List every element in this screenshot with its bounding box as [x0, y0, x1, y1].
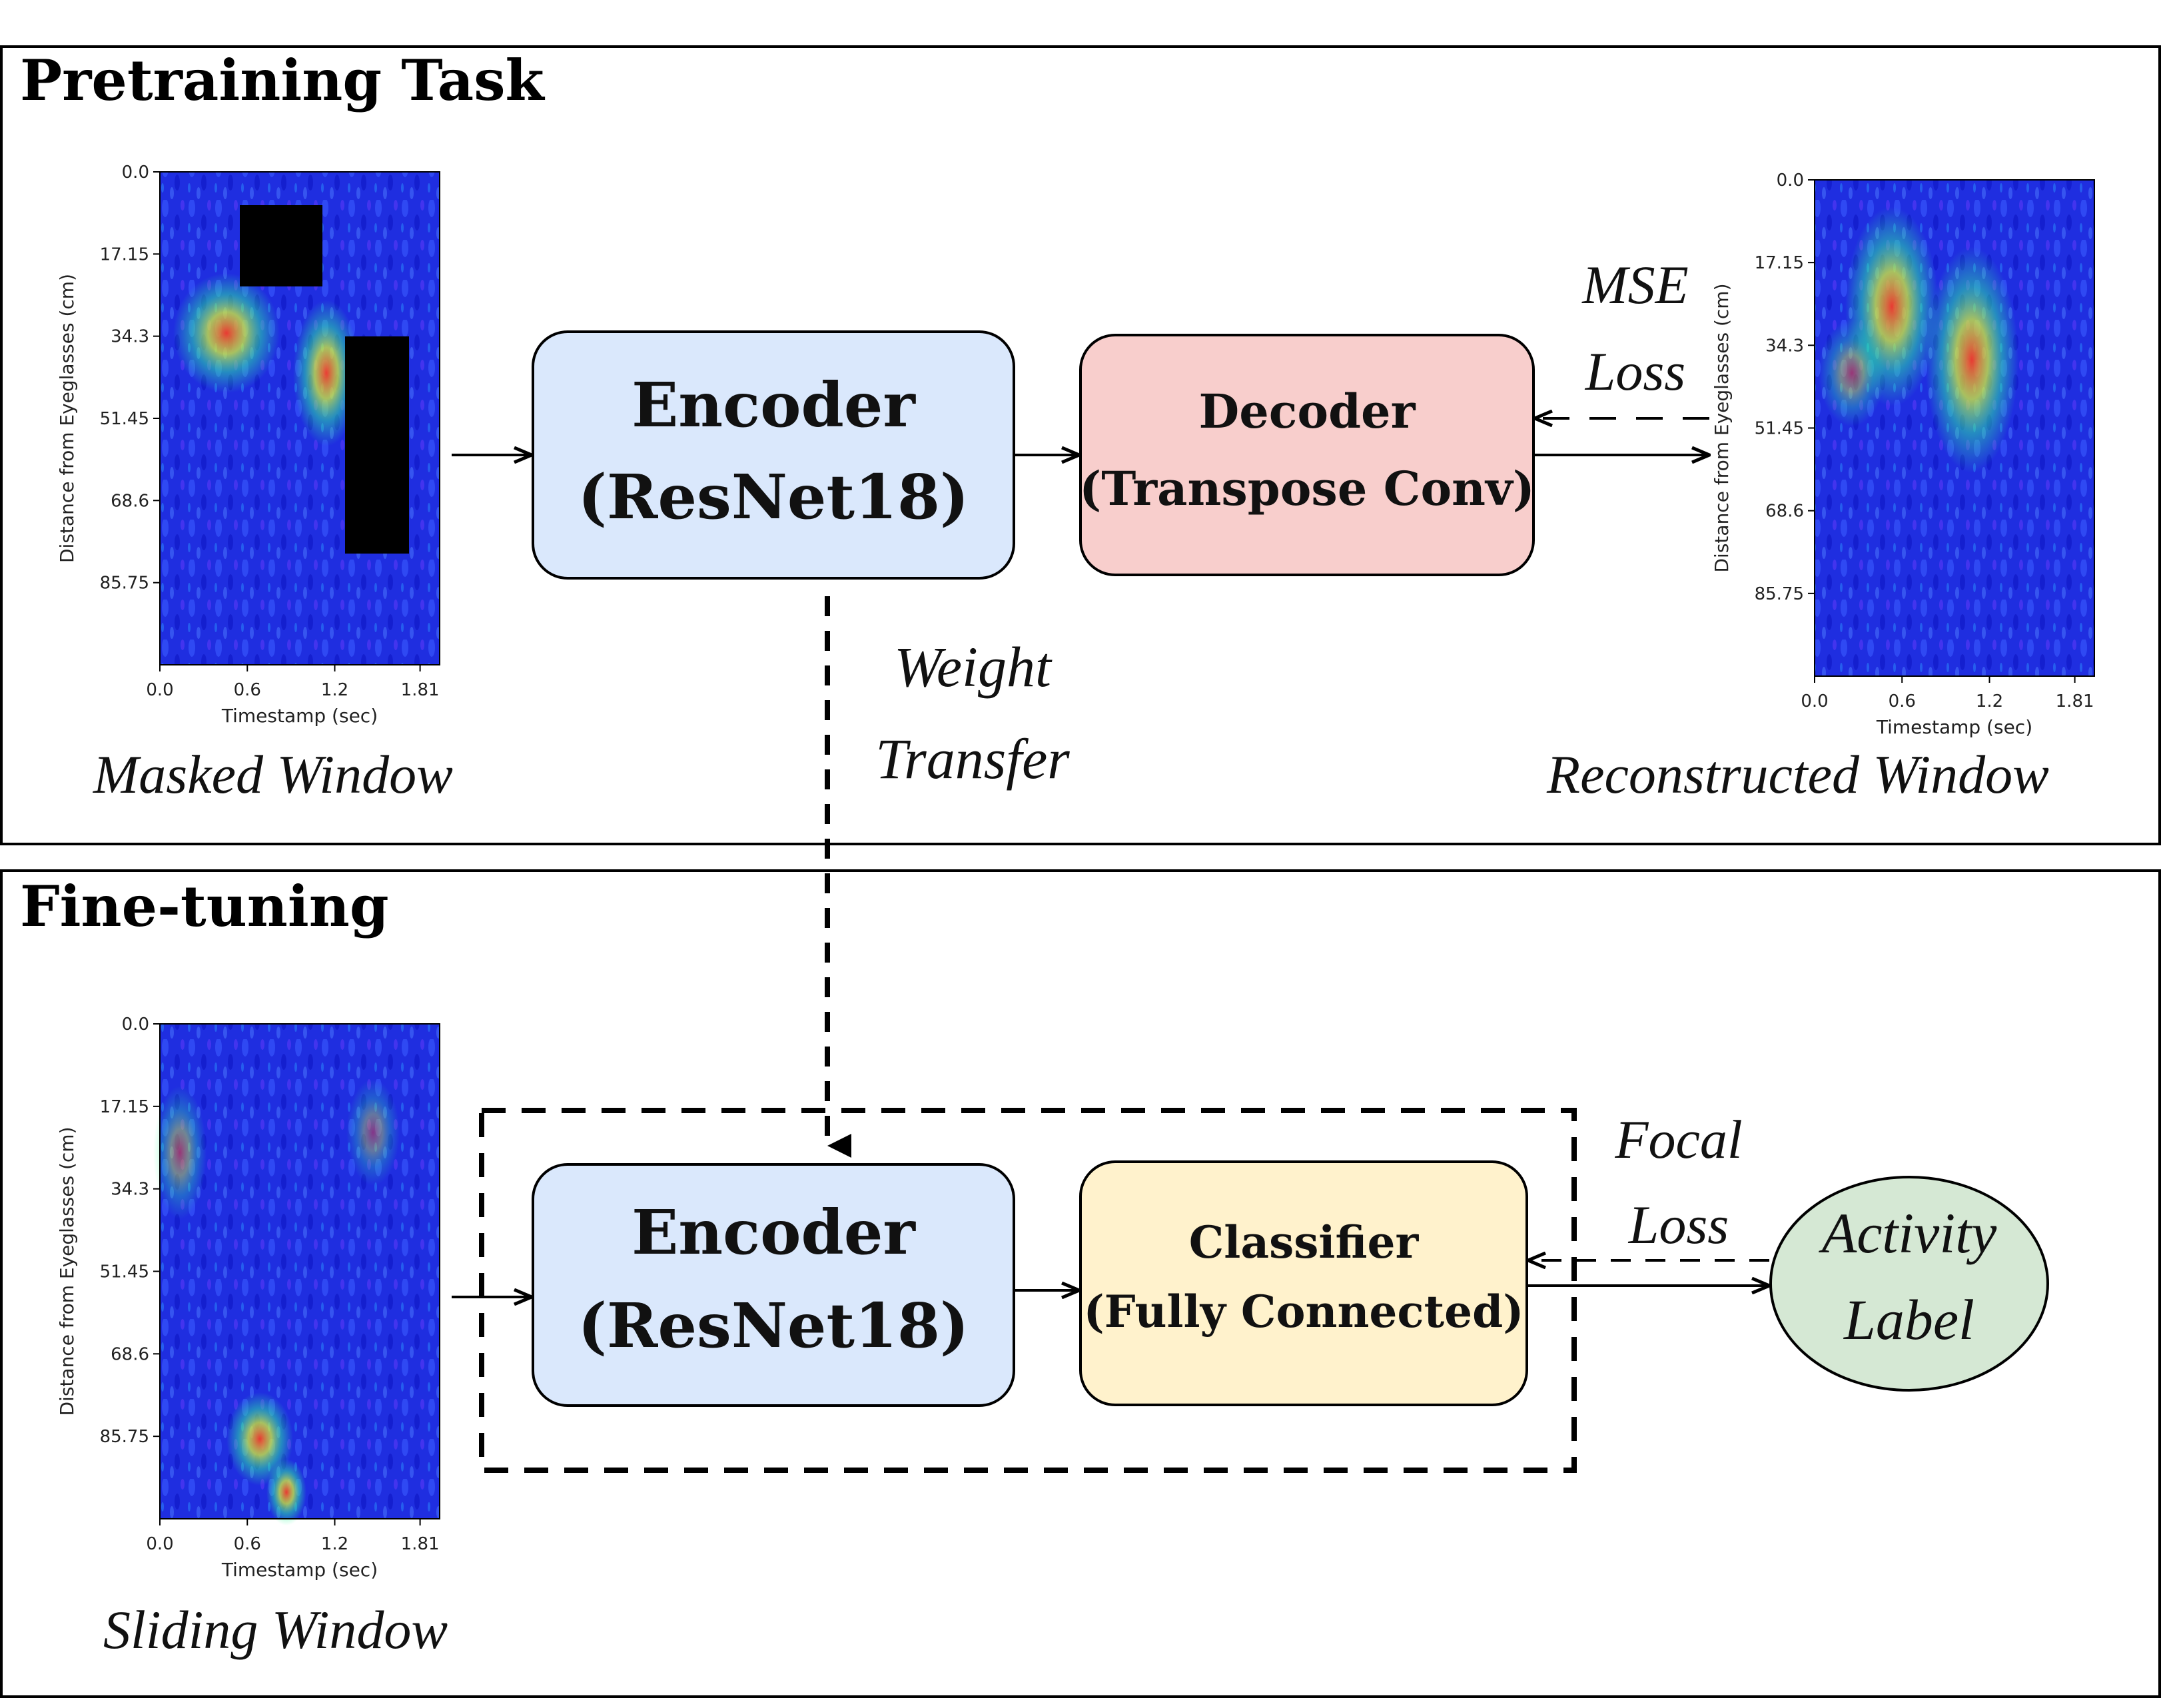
weight-transfer-line2: Transfer [875, 727, 1070, 791]
recon-ytick-label: 51.45 [1755, 419, 1804, 439]
masked-ytick-label: 68.6 [111, 491, 149, 511]
reconstructed-window-spectrogram: 0.0 17.15 34.3 51.45 68.6 85.75 0.0 0.6 1.2 1.81T… [1711, 171, 2095, 738]
masked-xtick-label: 1.81 [401, 680, 440, 700]
sliding-ytick-label: 51.45 [100, 1262, 149, 1282]
recon-xtick-label: 1.2 [1976, 691, 2003, 711]
sliding-ytick-label: 68.6 [111, 1344, 149, 1364]
sliding-xtick-label: 0.0 [146, 1534, 173, 1554]
activity-label-node: Activity Label [1769, 1176, 2049, 1392]
sliding-ytick-label: 17.15 [100, 1097, 149, 1117]
recon-xlabel: Timestamp (sec) [1876, 716, 2032, 738]
sliding-ytick-label: 0.0 [122, 1015, 149, 1035]
mask-block-2 [345, 336, 409, 554]
sliding-ytick-label: 34.3 [111, 1180, 149, 1200]
mse-loss-line1: MSE [1581, 254, 1688, 315]
pretraining-title: Pretraining Task [20, 47, 545, 113]
finetune-model-group [479, 1108, 1577, 1473]
sliding-ytick-label: 85.75 [100, 1427, 149, 1447]
masked-ylabel: Distance from Eyeglasses (cm) [56, 274, 78, 563]
recon-xtick-label: 0.6 [1889, 691, 1916, 711]
finetuning-panel [0, 869, 2161, 1698]
recon-xtick-label: 1.81 [2056, 691, 2094, 711]
masked-xtick-label: 0.6 [234, 680, 261, 700]
focal-loss-line2: Loss [1628, 1194, 1729, 1255]
decoder-box: Decoder (Transpose Conv) [1079, 334, 1535, 576]
recon-ytick-label: 0.0 [1777, 171, 1804, 191]
masked-window-caption: Masked Window [93, 744, 453, 805]
reconstructed-window-caption: Reconstructed Window [1546, 744, 2049, 805]
finetuning-encoder-box: Encoder (ResNet18) [532, 1163, 1015, 1407]
classifier-subtitle: (Fully Connected) [1084, 1286, 1524, 1338]
masked-ytick-label: 34.3 [111, 327, 149, 347]
masked-ytick-label: 85.75 [100, 574, 149, 594]
weight-transfer-line1: Weight [894, 635, 1053, 699]
pretraining-encoder-box: Encoder (ResNet18) [532, 330, 1015, 580]
sliding-xtick-label: 0.6 [234, 1534, 261, 1554]
decoder-subtitle: (Transpose Conv) [1079, 461, 1535, 516]
masked-xlabel: Timestamp (sec) [221, 705, 378, 727]
encoder-subtitle: (ResNet18) [578, 461, 969, 533]
encoder-title: Encoder [632, 369, 916, 441]
sliding-xtick-label: 1.2 [321, 1534, 348, 1554]
pretraining-panel [0, 45, 2161, 845]
recon-ylabel: Distance from Eyeglasses (cm) [1711, 284, 1733, 573]
activity-label-line2: Label [1843, 1288, 1974, 1352]
mask-block-1 [240, 205, 322, 286]
mse-loss-line2: Loss [1585, 341, 1685, 402]
classifier-box: Classifier (Fully Connected) [1079, 1160, 1528, 1406]
finetune-encoder-title: Encoder [632, 1196, 916, 1268]
sliding-window-caption: Sliding Window [103, 1599, 448, 1660]
activity-label-line1: Activity [1819, 1201, 1997, 1265]
sliding-xtick-label: 1.81 [401, 1534, 440, 1554]
sliding-window-spectrogram: 0.0 17.15 34.3 51.45 68.6 85.75 0.0 0.6 1.2 1.81T… [56, 1015, 440, 1581]
recon-ytick-label: 85.75 [1755, 584, 1804, 604]
masked-xtick-label: 1.2 [321, 680, 348, 700]
recon-ytick-label: 34.3 [1765, 336, 1804, 356]
finetune-encoder-subtitle: (ResNet18) [578, 1290, 969, 1362]
sliding-ylabel: Distance from Eyeglasses (cm) [56, 1127, 78, 1416]
masked-xtick-label: 0.0 [146, 680, 173, 700]
masked-ytick-label: 17.15 [100, 244, 149, 264]
classifier-title: Classifier [1189, 1216, 1420, 1268]
decoder-title: Decoder [1199, 384, 1416, 439]
finetuning-title: Fine-tuning [20, 873, 389, 939]
recon-xtick-label: 0.0 [1801, 691, 1828, 711]
recon-ytick-label: 17.15 [1755, 253, 1804, 273]
masked-ytick-label: 0.0 [122, 163, 149, 183]
sliding-xlabel: Timestamp (sec) [221, 1559, 378, 1581]
masked-ytick-label: 51.45 [100, 409, 149, 429]
masked-window-spectrogram: 0.0 17.15 34.3 51.45 68.6 85.75 0.0 0.6 1.2 1.81T… [56, 163, 440, 727]
focal-loss-line1: Focal [1614, 1109, 1742, 1170]
recon-ytick-label: 68.6 [1765, 502, 1804, 522]
